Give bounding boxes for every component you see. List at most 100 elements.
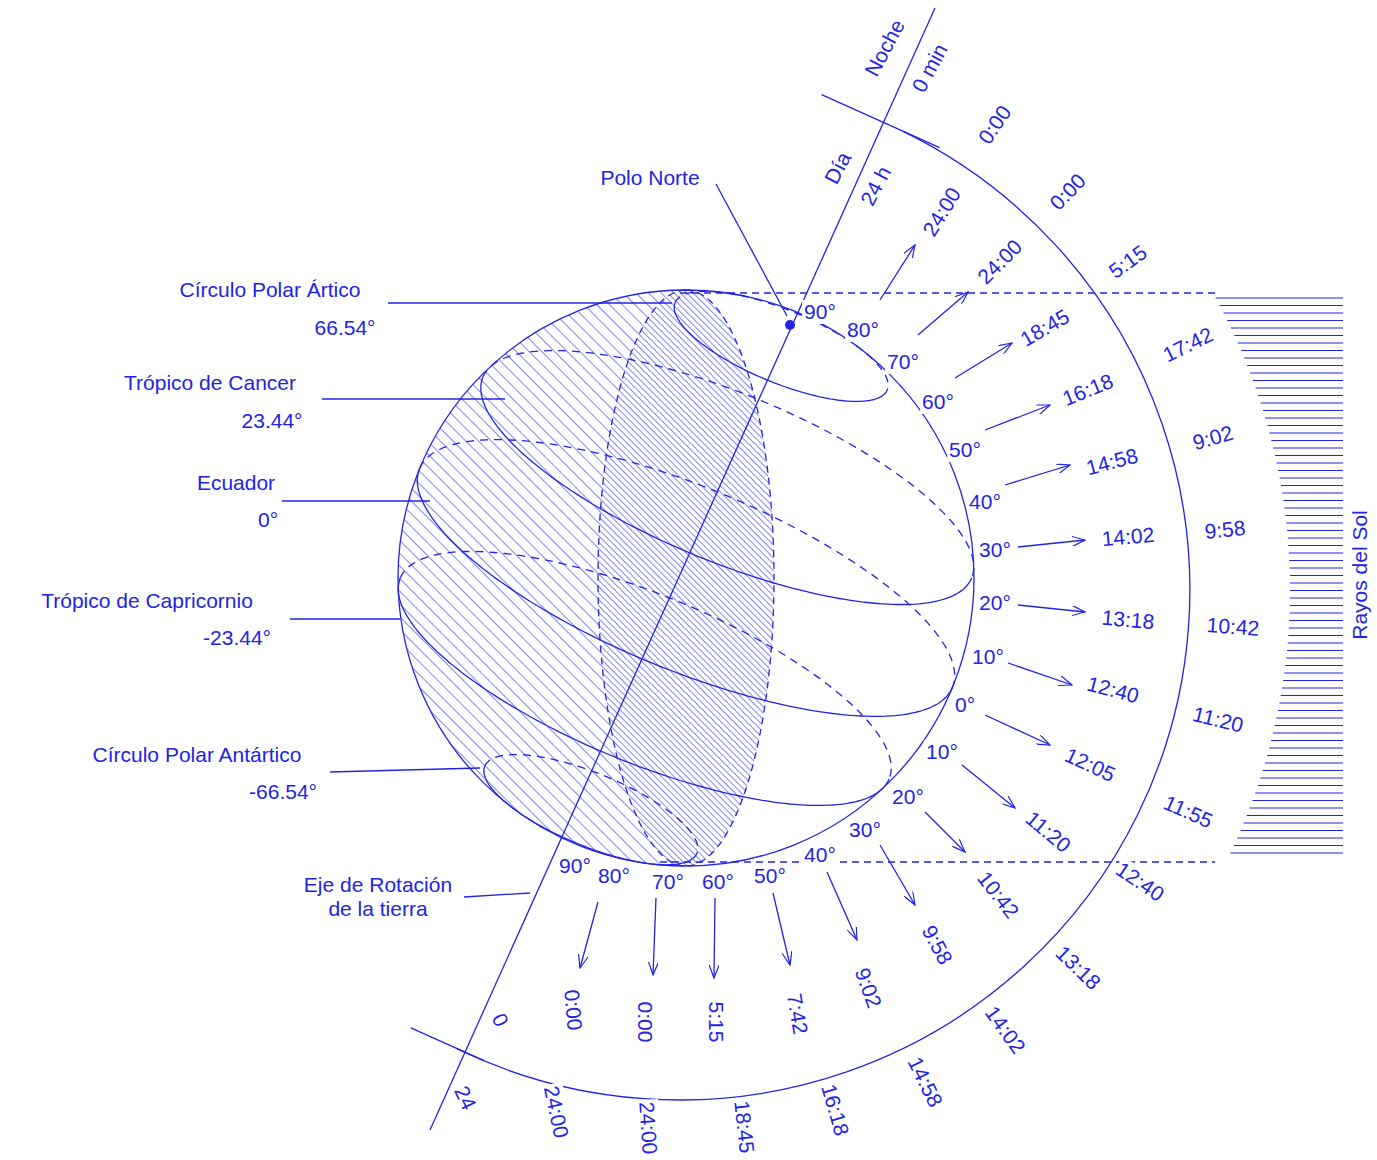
sun-ray: [1277, 463, 1343, 464]
daylight-hours: 5:15: [704, 1000, 728, 1045]
latitude-label: Círculo Polar Antártico: [91, 743, 304, 767]
daylight-hours: 12:05: [1059, 742, 1120, 788]
sun-ray: [1286, 523, 1343, 524]
sun-ray: [1273, 448, 1343, 449]
sun-ray: [1265, 418, 1343, 419]
daylight-hours: 24:00: [971, 233, 1028, 290]
daylight-hours: 0:00: [559, 987, 587, 1034]
sun-ray: [1234, 335, 1343, 336]
sun-ray: [1250, 373, 1343, 374]
latitude-degree: 80°: [596, 864, 632, 888]
sun-ray: [1284, 673, 1343, 674]
hour-arrow: [925, 812, 965, 852]
sun-ray: [1279, 703, 1343, 704]
latitude-degree: 70°: [650, 870, 686, 894]
latitude-degree: 90°: [557, 854, 593, 878]
sun-ray: [1255, 793, 1343, 794]
sun-ray: [1263, 410, 1343, 411]
night-hours: 24:00: [538, 1082, 573, 1142]
sun-ray: [1269, 433, 1343, 434]
latitude-degree: 50°: [752, 864, 788, 888]
day-night-header: Noche: [859, 14, 911, 82]
night-hours: 0:00: [972, 100, 1017, 151]
day-night-header: 24 h: [855, 161, 897, 212]
sun-ray: [1287, 530, 1343, 531]
night-hours: 9:02: [1188, 420, 1238, 456]
sun-ray: [1247, 365, 1343, 366]
sun-ray: [1227, 320, 1343, 321]
sun-ray: [1288, 545, 1343, 546]
sun-ray: [1275, 455, 1343, 456]
sun-ray: [1281, 485, 1343, 486]
latitude-degree: 10°: [924, 740, 960, 764]
sun-ray: [1289, 553, 1343, 554]
sun-ray: [1256, 388, 1343, 389]
latitude-front: [398, 578, 889, 805]
sun-ray: [1283, 680, 1343, 681]
hour-arrow: [1005, 465, 1070, 485]
daylight-hours: 16:18: [1057, 368, 1118, 412]
sun-ray: [1281, 695, 1343, 696]
sun-ray: [1241, 350, 1343, 351]
night-hours: 14:02: [979, 1000, 1032, 1060]
sun-rays-label: Rayos del Sol: [1348, 508, 1372, 642]
latitude-degree: 10°: [970, 645, 1006, 669]
sun-ray: [1244, 358, 1343, 359]
latitude-degree: 50°: [947, 438, 983, 462]
night-hours: 13:18: [1049, 940, 1106, 997]
sun-ray: [1267, 425, 1343, 426]
hour-arrow: [1018, 540, 1085, 547]
night-hours: 17:42: [1157, 322, 1218, 368]
sun-ray: [1290, 575, 1343, 576]
hour-arrow: [714, 898, 715, 978]
night-hours: 14:58: [902, 1051, 948, 1112]
sun-ray: [1234, 845, 1343, 846]
sun-ray: [1271, 740, 1343, 741]
hour-arrow: [1008, 663, 1072, 685]
latitude-label: Círculo Polar Ártico: [178, 278, 363, 302]
daylight-hours: 24:00: [917, 182, 967, 243]
sun-ray: [1237, 838, 1343, 839]
night-hours: 16:18: [816, 1079, 855, 1140]
latitude-label: -66.54°: [247, 780, 319, 804]
day-night-header: 24: [448, 1081, 481, 1116]
hour-arrow: [880, 845, 915, 905]
latitude-label: 0°: [256, 508, 280, 532]
latitude-degree: 30°: [977, 538, 1013, 562]
sun-ray: [1263, 770, 1343, 771]
night-hours: 12:40: [1110, 856, 1170, 908]
latitude-degree: 60°: [920, 390, 956, 414]
day-night-header: Día: [819, 146, 858, 190]
sun-ray: [1230, 853, 1343, 854]
daylight-hours: 9:58: [916, 920, 958, 971]
latitude-back: [483, 351, 974, 578]
sun-ray: [1290, 568, 1343, 569]
sun-ray: [1285, 665, 1343, 666]
sun-ray: [1289, 560, 1343, 561]
sun-ray: [1290, 598, 1343, 599]
sun-ray: [1285, 515, 1343, 516]
latitude-degree: 40°: [802, 843, 838, 867]
latitude-degree: 20°: [977, 591, 1013, 615]
night-hours: 9:58: [1201, 516, 1248, 545]
sun-ray: [1290, 583, 1343, 584]
sun-ray: [1269, 748, 1343, 749]
sun-ray: [1258, 395, 1343, 396]
sun-ray: [1265, 763, 1343, 764]
latitude-degree: 40°: [967, 490, 1003, 514]
sun-ray: [1258, 785, 1343, 786]
night-hours: 11:55: [1158, 790, 1218, 834]
sun-ray: [1253, 800, 1344, 801]
sun-ray: [1288, 538, 1343, 539]
sun-ray: [1286, 658, 1343, 659]
latitude-degree: 80°: [845, 318, 881, 342]
latitude-label: 66.54°: [313, 316, 378, 340]
sun-ray: [1278, 470, 1343, 471]
sun-ray: [1253, 380, 1343, 381]
hour-arrow: [653, 898, 656, 975]
hour-arrow: [1018, 605, 1085, 612]
sun-ray: [1244, 823, 1343, 824]
night-hours: 18:45: [729, 1098, 759, 1157]
day-night-header: 0 min: [906, 38, 953, 98]
latitude-back: [420, 440, 955, 688]
